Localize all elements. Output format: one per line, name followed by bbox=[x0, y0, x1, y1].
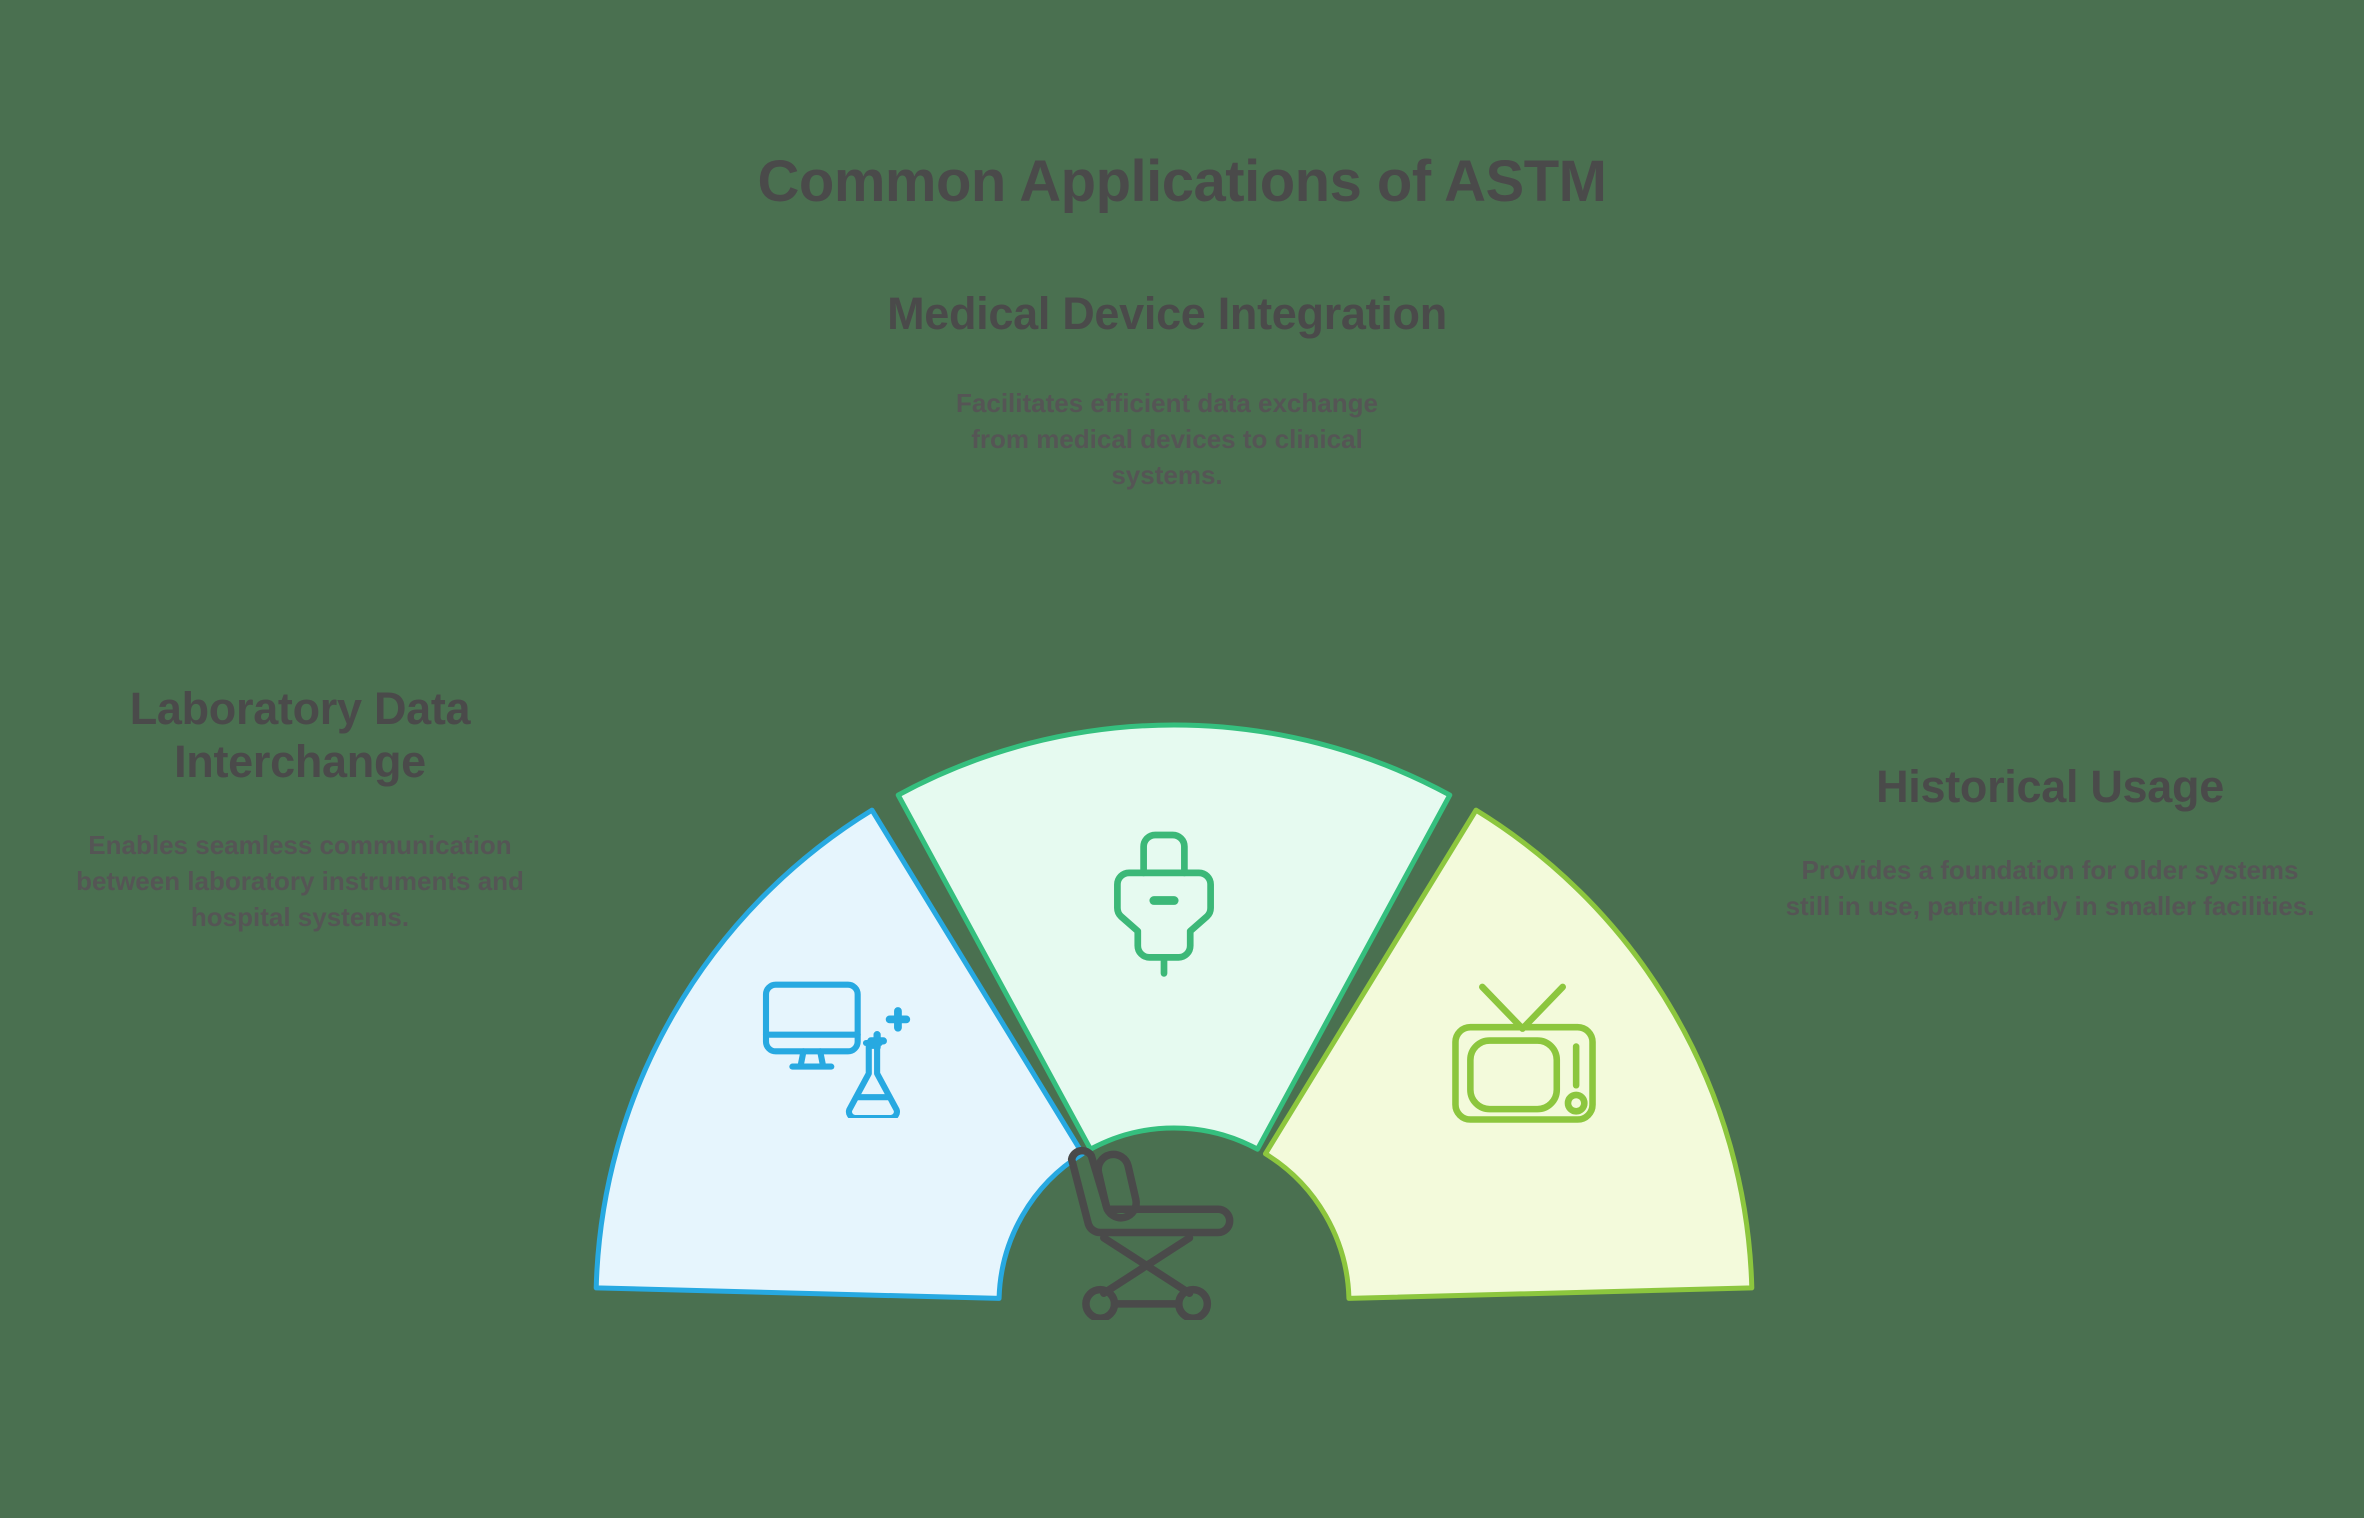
segment-heading-laboratory-data-interchange: Laboratory Data Interchange bbox=[129, 683, 471, 788]
segment-text-historical-usage: Historical Usage Provides a foundation f… bbox=[1760, 760, 2340, 925]
segment-heading-historical-usage: Historical Usage bbox=[1876, 761, 2224, 812]
segment-heading-medical-device-integration: Medical Device Integration bbox=[887, 288, 1447, 339]
segment-text-laboratory-data-interchange: Laboratory Data Interchange Enables seam… bbox=[20, 682, 580, 936]
page-title: Common Applications of ASTM bbox=[757, 149, 1607, 214]
segment-body-historical-usage: Provides a foundation for older systems … bbox=[1785, 855, 2315, 921]
semi-donut-chart bbox=[560, 700, 1800, 1380]
segment-body-medical-device-integration: Facilitates efficient data exchange from… bbox=[956, 388, 1378, 490]
segment-text-medical-device-integration: Medical Device Integration Facilitates e… bbox=[882, 287, 1452, 494]
segment-body-laboratory-data-interchange: Enables seamless communication between l… bbox=[76, 830, 524, 932]
